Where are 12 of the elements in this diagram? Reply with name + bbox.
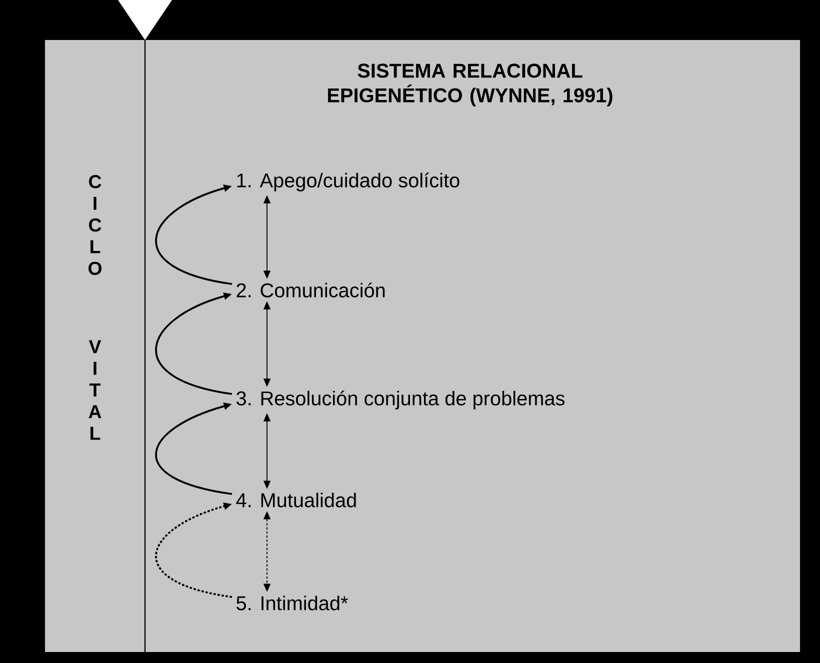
stage-label: 1. Apego/cuidado solícito	[237, 172, 460, 192]
stage-label: 5. Intimidad*	[236, 596, 348, 610]
curved-arrow	[155, 292, 232, 395]
curved-arrow	[155, 502, 232, 598]
stage-label: 2. Comunicación	[236, 282, 385, 298]
vertical-label: V I T A L	[88, 340, 102, 440]
stage-label: 4. Mutualidad	[236, 492, 356, 508]
stage-label: 3. Resolución conjunta de problemas	[236, 390, 565, 410]
curved-arrow	[155, 184, 232, 285]
curved-arrow	[155, 402, 232, 495]
title: SISTEMA RELACIONAL EPIGENÉTICO (WYNNE, 1991)	[328, 64, 612, 106]
vertical-label: C I C L O	[88, 175, 102, 275]
